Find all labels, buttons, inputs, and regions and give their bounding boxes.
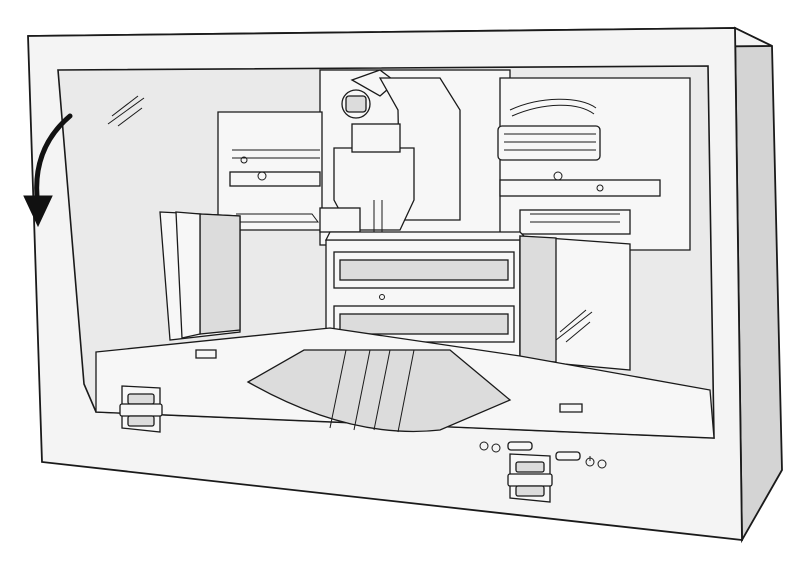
slot-button-right[interactable] bbox=[555, 451, 581, 461]
status-light-eject bbox=[491, 443, 501, 453]
curved-arrow-down-icon bbox=[23, 113, 73, 228]
center-tray bbox=[246, 349, 512, 433]
slot-button-left[interactable] bbox=[507, 441, 533, 451]
left-rail-housing bbox=[217, 111, 323, 231]
interior-window bbox=[57, 65, 715, 439]
power-icon[interactable] bbox=[585, 456, 595, 467]
control-panel bbox=[479, 441, 607, 469]
right-rail bbox=[497, 98, 661, 235]
robotic-arm bbox=[319, 69, 461, 240]
status-light-left bbox=[479, 441, 489, 451]
floor-platform bbox=[95, 327, 715, 439]
hinge-icon bbox=[507, 453, 553, 503]
hinge-icon bbox=[119, 385, 163, 433]
side-panel bbox=[734, 26, 783, 544]
disc-drive-stack bbox=[324, 231, 530, 361]
status-light-right bbox=[597, 459, 607, 469]
input-bin bbox=[159, 211, 319, 341]
glass-reflections bbox=[107, 95, 593, 343]
output-bin bbox=[519, 235, 631, 371]
left-rail bbox=[229, 149, 321, 187]
